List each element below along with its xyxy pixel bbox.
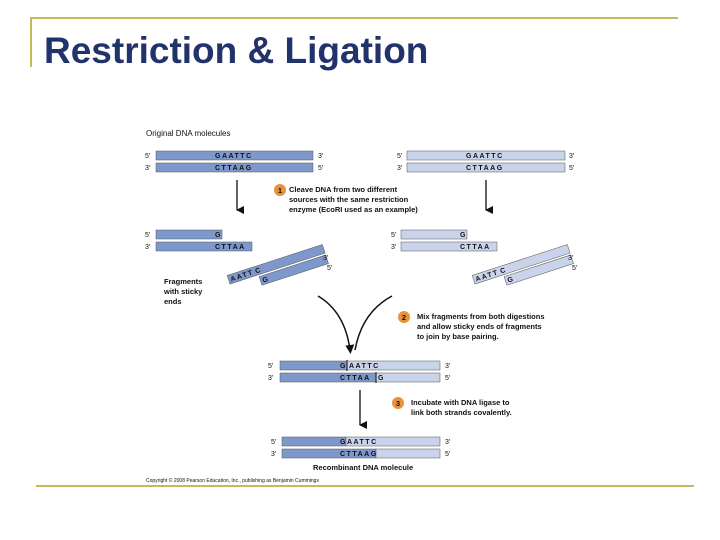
step-3-badge (392, 397, 404, 409)
right-fragment-blunt: 5′ 3′ G CTTAA (391, 229, 498, 252)
end-label-5prime: 5′ (268, 363, 274, 370)
end-label-3prime: 3′ (391, 244, 397, 251)
figure-header: Original DNA molecules (146, 129, 230, 138)
end-label-5prime: 5′ (145, 153, 151, 160)
mixed-top-right: AATTC (349, 363, 380, 370)
step-1-line-1: Cleave DNA from two different (289, 185, 398, 194)
end-label-3prime: 3′ (568, 255, 574, 262)
end-label-3prime: 3′ (445, 363, 451, 370)
sticky-label-line-1: Fragments (164, 277, 202, 286)
copyright-notice: Copyright © 2008 Pearson Education, Inc.… (146, 477, 319, 484)
end-label-3prime: 3′ (397, 165, 403, 172)
end-label-3prime: 3′ (145, 244, 151, 251)
step-1-line-2: sources with the same restriction (289, 195, 409, 204)
seq-top: GAATTC (466, 153, 504, 160)
step-1-number: 1 (278, 186, 282, 195)
end-label-3prime: 3′ (318, 153, 324, 160)
left-original-molecule: 5′ 3′ GAATTC CTTAAG 3′ 5′ (145, 150, 324, 173)
step-1: 1 Cleave DNA from two different sources … (274, 184, 418, 214)
end-label-5prime: 5′ (569, 165, 575, 172)
step-3-line-1: Incubate with DNA ligase to (411, 398, 510, 407)
converge-arrow-left (317, 295, 355, 354)
end-label-5prime: 5′ (145, 232, 151, 239)
seq-top: GAATTC (215, 153, 253, 160)
step-2-line-1: Mix fragments from both digestions (417, 312, 545, 321)
sticky-ends-label: Fragments with sticky ends (163, 277, 203, 306)
mixed-bottom-left: CTTAA (340, 375, 371, 382)
end-label-5prime: 5′ (572, 265, 578, 272)
end-label-3prime: 3′ (268, 375, 274, 382)
recombinant-seq-bottom: CTTAAG (340, 451, 378, 458)
step-3: 3 Incubate with DNA ligase to link both … (392, 397, 512, 417)
right-fragment-sticky: AATT C G (471, 244, 574, 286)
sticky-label-line-3: ends (164, 297, 182, 306)
recombinant-seq-top: GAATTC (340, 439, 378, 446)
annealed-molecule: 5′ 3′ G AATTC CTTAA G 3′ 5′ (268, 360, 451, 383)
recombinant-label: Recombinant DNA molecule (313, 463, 413, 472)
frag-g: G (507, 276, 516, 285)
end-label-5prime: 5′ (318, 165, 324, 172)
frag-g: G (215, 232, 222, 239)
end-label-5prime: 5′ (271, 439, 277, 446)
slide-title: Restriction & Ligation (44, 30, 429, 71)
frag-g: G (262, 276, 271, 285)
end-label-3prime: 3′ (569, 153, 575, 160)
seq-bottom: CTTAAG (215, 165, 253, 172)
end-label-3prime: 3′ (445, 439, 451, 446)
frag-g: G (378, 375, 385, 382)
end-label-5prime: 5′ (445, 375, 451, 382)
frag-g: G (340, 363, 347, 370)
converge-arrow-right (354, 295, 393, 351)
frame-bottom-rule (36, 485, 694, 487)
step-1-line-3: enzyme (EcoRI used as an example) (289, 205, 418, 214)
frag-c: C (499, 267, 507, 276)
end-label-3prime: 3′ (145, 165, 151, 172)
frag-c: C (254, 267, 262, 276)
end-label-3prime: 3′ (271, 451, 277, 458)
seq-bottom: CTTAAG (466, 165, 504, 172)
end-label-5prime: 5′ (391, 232, 397, 239)
end-label-5prime: 5′ (397, 153, 403, 160)
step-2-badge (398, 311, 410, 323)
end-label-3prime: 3′ (323, 255, 329, 262)
step-2: 2 Mix fragments from both digestions and… (398, 311, 545, 341)
frag-cttaa: CTTAA (215, 244, 246, 251)
right-original-molecule: 5′ 3′ GAATTC CTTAAG 3′ 5′ (397, 150, 575, 173)
step-3-line-2: link both strands covalently. (411, 408, 512, 417)
frame-top-rule (30, 17, 678, 19)
step-1-badge (274, 184, 286, 196)
step-2-line-2: and allow sticky ends of fragments (417, 322, 542, 331)
step-3-number: 3 (396, 399, 400, 408)
left-fragment-sticky: AATT C G (226, 244, 329, 286)
frag-cttaa: CTTAA (460, 244, 491, 251)
step-2-number: 2 (402, 313, 406, 322)
end-label-5prime: 5′ (327, 265, 333, 272)
recombinant-molecule: 5′ 3′ GAATTC CTTAAG 3′ 5′ (271, 436, 451, 459)
frame-left-rule (30, 17, 32, 67)
sticky-label-line-2: with sticky (163, 287, 203, 296)
frag-g: G (460, 232, 467, 239)
step-2-line-3: to join by base pairing. (417, 332, 499, 341)
end-label-5prime: 5′ (445, 451, 451, 458)
left-fragment-blunt: 5′ 3′ G CTTAA (145, 229, 253, 252)
